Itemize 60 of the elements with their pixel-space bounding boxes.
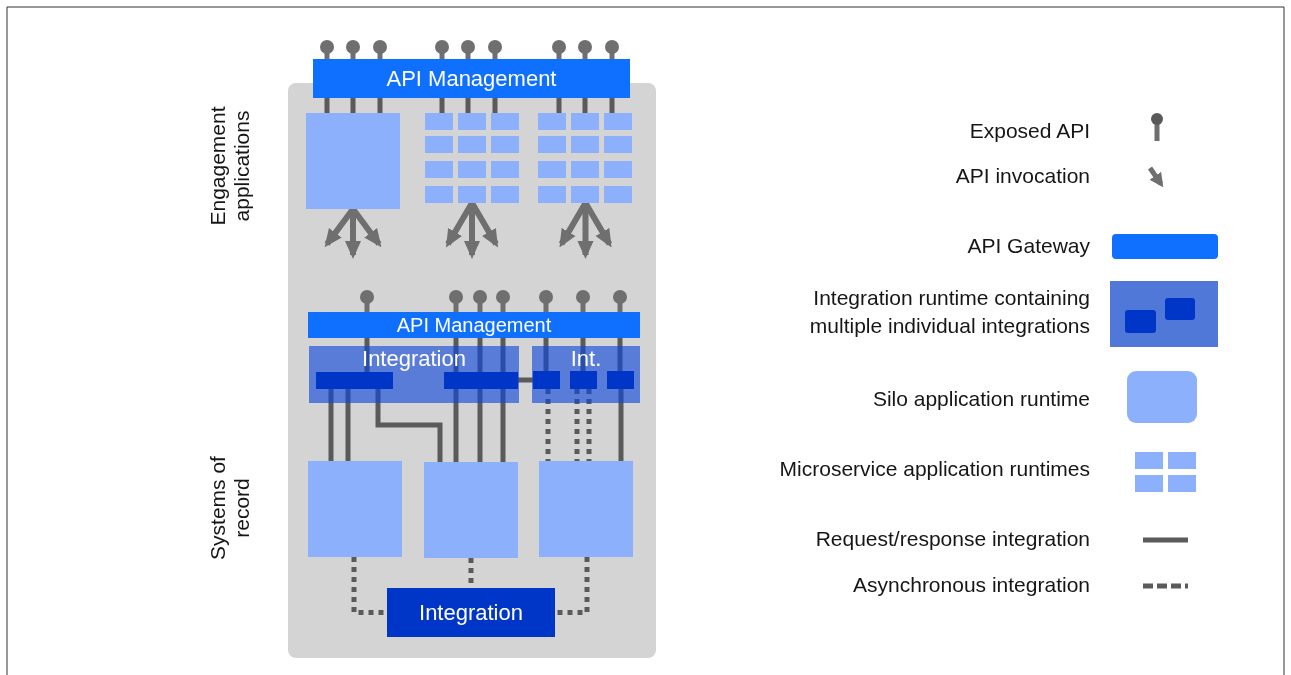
connector-line	[477, 338, 483, 372]
legend-label: Microservice application runtimes	[778, 456, 1090, 482]
legend-label: Asynchronous integration	[852, 572, 1090, 598]
connector-line	[556, 98, 562, 113]
legend-label: API invocation	[954, 163, 1090, 189]
legend-label: Silo application runtime	[871, 386, 1090, 412]
system-of-record-box	[308, 461, 402, 557]
microservice-grid	[538, 113, 633, 203]
integration-block	[316, 372, 393, 389]
api-management-bar	[313, 59, 630, 98]
integration-block	[570, 371, 597, 389]
connector-line	[545, 389, 551, 461]
legend-label: API Gateway	[966, 233, 1090, 259]
connector-line	[477, 389, 483, 462]
system-of-record-box	[539, 461, 633, 557]
integration-box	[387, 588, 555, 637]
connector-line	[345, 389, 351, 461]
legend-label: Integration runtime containing multiple individual integrations	[808, 285, 1090, 339]
system-of-record-box	[424, 462, 518, 558]
connector-line	[350, 98, 356, 113]
connector-line	[375, 389, 443, 462]
connector-line	[618, 389, 624, 461]
connector-line	[518, 377, 533, 383]
connector-line	[500, 389, 506, 462]
connector-line	[364, 338, 370, 372]
connector-line	[439, 98, 445, 113]
connector-line	[351, 557, 387, 615]
connector-line	[453, 338, 459, 372]
connector-line	[324, 98, 330, 113]
node-label: API Management	[385, 65, 558, 92]
section-label: Engagement applications	[206, 105, 254, 228]
connector-line	[555, 557, 590, 615]
node-label: Integration	[418, 599, 524, 626]
section-label: Systems of record	[206, 455, 254, 562]
legend-label: Request/response integration	[814, 526, 1090, 552]
node-label: API Management	[395, 313, 553, 337]
connector-line	[453, 389, 459, 462]
connector-line	[377, 98, 383, 113]
microservice-grid	[425, 113, 519, 203]
node-label: Integration	[361, 346, 467, 372]
connector-line	[328, 389, 334, 461]
integration-block	[607, 371, 634, 389]
connector-line	[465, 98, 471, 113]
connector-line	[586, 389, 592, 461]
connector-line	[580, 338, 586, 371]
integration-runtime-panel	[532, 346, 640, 403]
connector-line	[582, 98, 588, 113]
connector-line	[492, 98, 498, 113]
integration-runtime-panel	[309, 346, 519, 403]
connector-line	[617, 338, 623, 371]
connector-line	[543, 338, 549, 371]
connector-line	[609, 98, 615, 113]
connector-line	[574, 389, 580, 461]
legend-label: Exposed API	[968, 118, 1090, 144]
connector-line	[500, 338, 506, 372]
integration-block	[444, 372, 518, 389]
integration-block	[533, 371, 560, 389]
api-management-bar	[308, 312, 640, 338]
node-label: Int.	[569, 346, 603, 372]
silo-app-box	[306, 113, 400, 209]
